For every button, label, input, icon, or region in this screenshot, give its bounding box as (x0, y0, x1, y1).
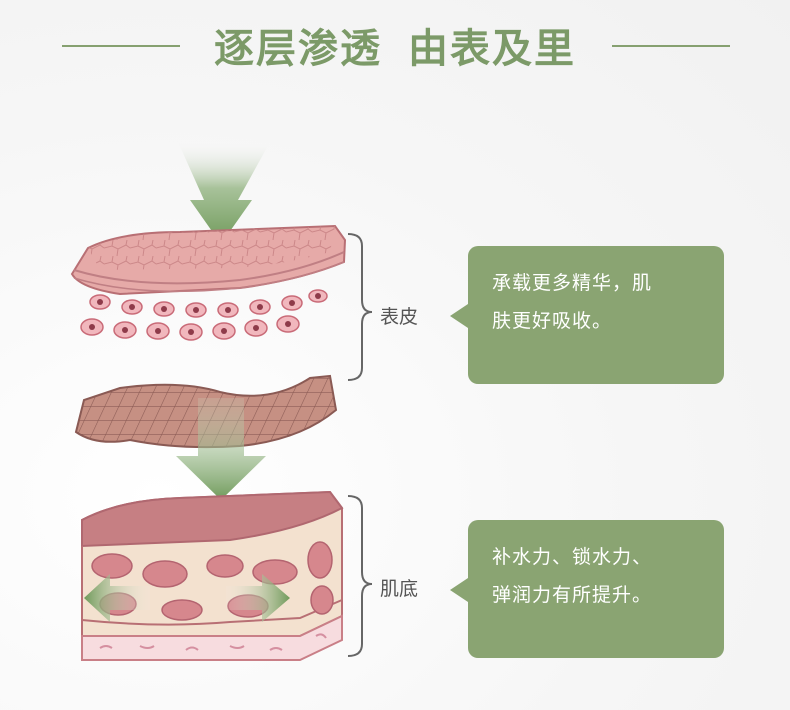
page-title: 逐层渗透由表及里 (0, 16, 790, 74)
diffusion-arrow-left (84, 574, 150, 622)
dermis-description-bubble: 补水力、锁水力、 弹润力有所提升。 (450, 520, 724, 658)
epidermis-label: 表皮 (380, 306, 419, 328)
epidermis-description-line-1: 承载更多精华，肌 (492, 272, 653, 294)
epidermis-description-line-2: 肤更好吸收。 (492, 310, 613, 332)
title-divider-right (612, 45, 730, 47)
penetration-arrow-middle (176, 398, 266, 500)
title-divider-left (62, 45, 180, 47)
epidermis-layer (70, 224, 347, 341)
dermis-description-line-2: 弹润力有所提升。 (492, 584, 653, 606)
epidermis-bracket (347, 233, 373, 381)
title-part-1: 逐层渗透 (214, 26, 382, 72)
penetration-arrow-top (178, 142, 270, 244)
dermis-description-line-1: 补水力、锁水力、 (492, 546, 653, 568)
dermis-bracket (347, 495, 373, 657)
epidermis-description-bubble: 承载更多精华，肌 肤更好吸收。 (450, 246, 724, 384)
dermis-label: 肌底 (380, 578, 419, 600)
dermis-layer (81, 490, 344, 661)
title-part-2: 由表及里 (408, 26, 576, 72)
diffusion-arrow-right (226, 574, 290, 622)
header: 逐层渗透由表及里 (0, 0, 790, 110)
